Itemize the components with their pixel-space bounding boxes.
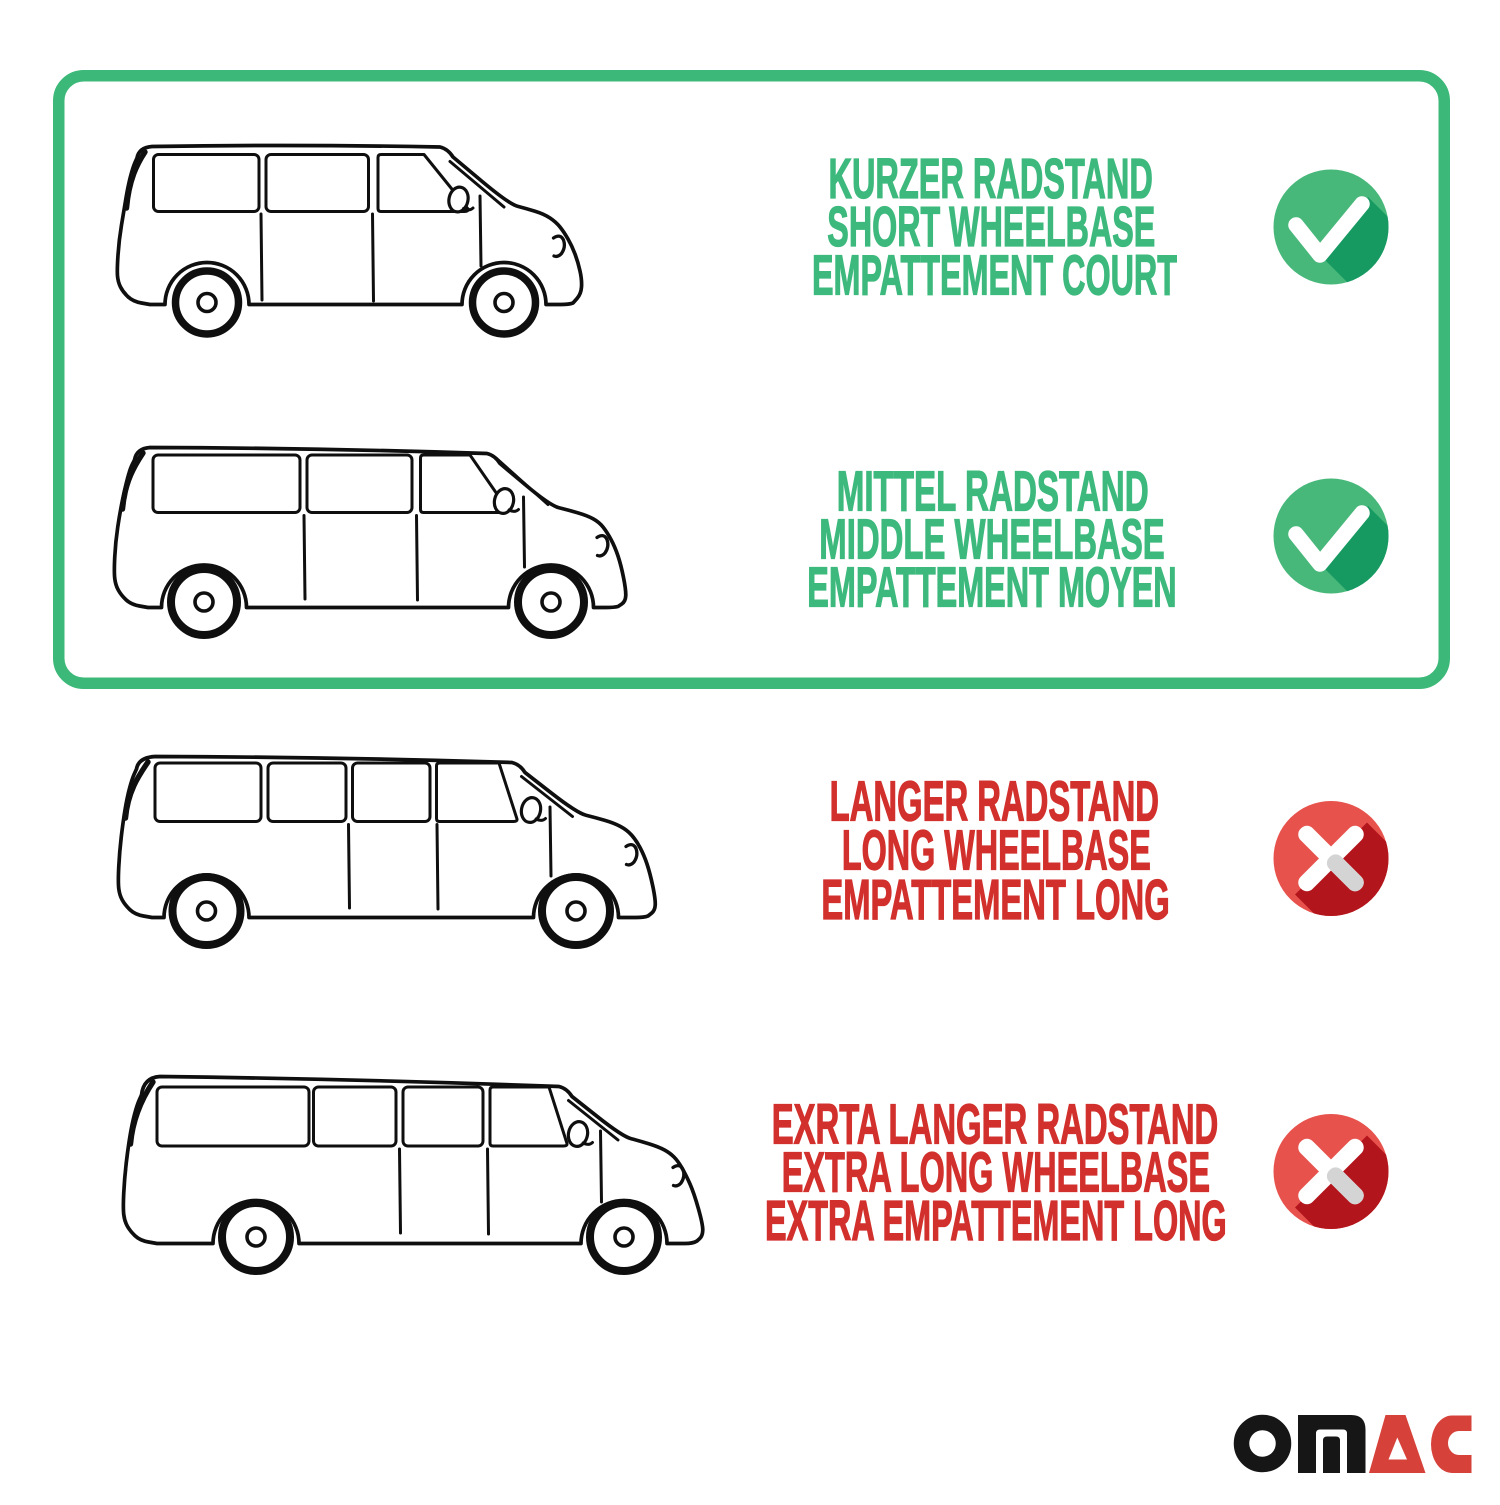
- svg-text:MITTEL RADSTAND: MITTEL RADSTAND: [837, 460, 1149, 523]
- svg-text:EMPATTEMENT MOYEN: EMPATTEMENT MOYEN: [807, 556, 1176, 619]
- svg-text:EMPATTEMENT LONG: EMPATTEMENT LONG: [821, 868, 1169, 931]
- svg-text:EXTRA EMPATTEMENT LONG: EXTRA EMPATTEMENT LONG: [765, 1189, 1227, 1252]
- svg-text:EXTRA LONG WHEELBASE: EXTRA LONG WHEELBASE: [782, 1141, 1210, 1204]
- svg-text:SHORT WHEELBASE: SHORT WHEELBASE: [827, 195, 1155, 258]
- svg-text:EXRTA LANGER RADSTAND: EXRTA LANGER RADSTAND: [772, 1092, 1219, 1155]
- svg-text:EMPATTEMENT COURT: EMPATTEMENT COURT: [812, 243, 1177, 306]
- svg-text:LANGER RADSTAND: LANGER RADSTAND: [830, 770, 1159, 833]
- svg-text:KURZER RADSTAND: KURZER RADSTAND: [829, 147, 1153, 210]
- svg-text:LONG WHEELBASE: LONG WHEELBASE: [842, 819, 1151, 882]
- svg-text:MIDDLE WHEELBASE: MIDDLE WHEELBASE: [819, 508, 1164, 571]
